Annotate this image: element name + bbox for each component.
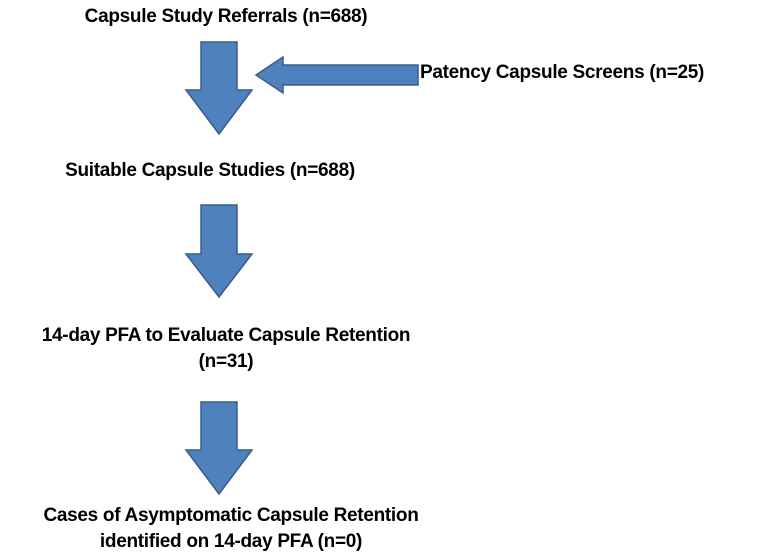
node-suitable-capsule-studies: Suitable Capsule Studies (n=688) <box>65 160 355 181</box>
node-cases-line-2: identified on 14-day PFA (n=0) <box>99 531 363 552</box>
left-arrow-patency <box>254 55 419 95</box>
node-capsule-study-referrals: Capsule Study Referrals (n=688) <box>84 6 368 27</box>
node-cases-asymptomatic-retention: Cases of Asymptomatic Capsule Retention … <box>0 503 462 555</box>
node-cases-line-1: Cases of Asymptomatic Capsule Retention <box>43 505 419 526</box>
down-arrow-1 <box>184 41 254 136</box>
node-14-day-pfa-line-2: (n=31) <box>198 351 254 372</box>
node-14-day-pfa: 14-day PFA to Evaluate Capsule Retention… <box>0 323 452 375</box>
node-14-day-pfa-line-1: 14-day PFA to Evaluate Capsule Retention <box>41 325 411 346</box>
down-arrow-3 <box>184 401 254 496</box>
down-arrow-2 <box>184 204 254 299</box>
node-patency-capsule-screens: Patency Capsule Screens (n=25) <box>420 62 705 83</box>
